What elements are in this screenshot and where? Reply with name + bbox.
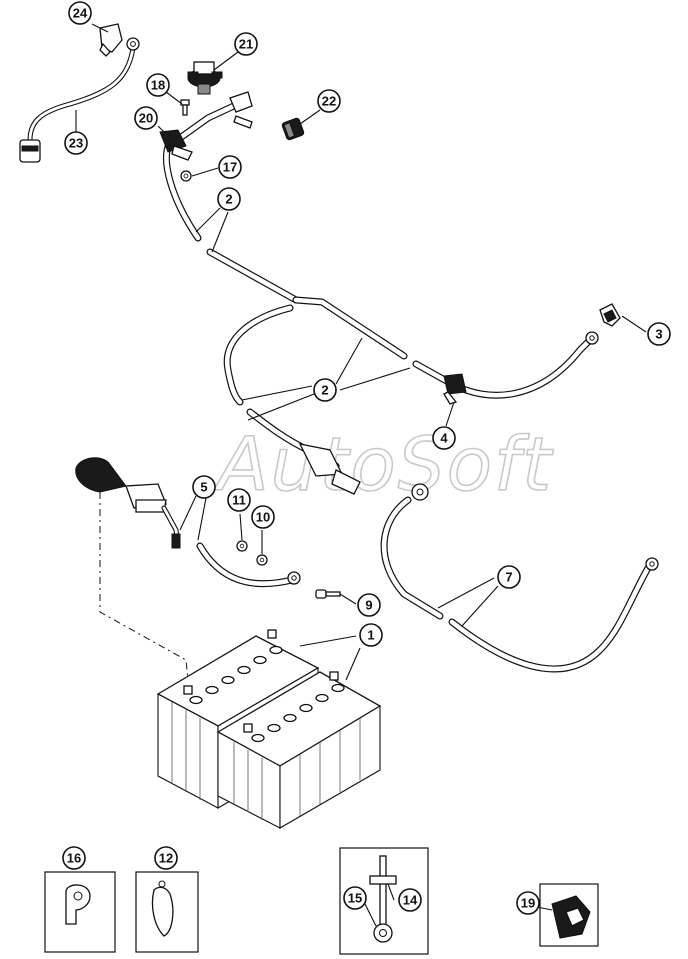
callout-12-label: 12 — [159, 851, 173, 866]
callout-18: 18 — [146, 73, 170, 97]
callout-4: 4 — [432, 426, 456, 450]
callout-2-middle-label: 2 — [321, 383, 328, 398]
callout-14: 14 — [398, 888, 422, 912]
callout-24: 24 — [68, 1, 92, 25]
part-17-nut — [180, 170, 192, 182]
part-10-nut — [256, 554, 268, 566]
callout-1: 1 — [359, 623, 383, 647]
callout-9-label: 9 — [365, 598, 372, 613]
callout-2-middle: 2 — [313, 378, 337, 402]
callout-21-label: 21 — [239, 37, 253, 52]
battery-2-caps — [243, 671, 345, 743]
part-23-24-ground-cable — [19, 23, 140, 163]
callout-19: 19 — [516, 891, 540, 915]
callout-22-label: 22 — [322, 94, 336, 109]
callout-2-upper-label: 2 — [225, 192, 232, 207]
part-21-switch — [187, 61, 223, 95]
inset-12-strap — [135, 871, 199, 953]
watermark-text: AutoSoft — [214, 422, 554, 508]
callout-18-label: 18 — [151, 78, 165, 93]
callout-23: 23 — [64, 131, 88, 155]
callout-16: 16 — [62, 846, 86, 870]
part-9-bolt — [315, 589, 341, 599]
inset-19-boot — [539, 883, 599, 947]
callout-16-label: 16 — [67, 851, 81, 866]
callout-5: 5 — [192, 475, 216, 499]
part-2-cable-harness — [159, 91, 599, 495]
callout-2-upper: 2 — [217, 187, 241, 211]
callout-11: 11 — [227, 488, 251, 512]
callout-1-label: 1 — [367, 628, 374, 643]
callout-15-label: 15 — [348, 891, 362, 906]
inset-16-clip — [44, 871, 116, 953]
callout-17: 17 — [218, 155, 242, 179]
callout-10-label: 10 — [256, 510, 270, 525]
part-11-nut — [236, 540, 248, 552]
part-7-jumper-cable — [380, 483, 659, 673]
callout-20: 20 — [134, 106, 158, 130]
part-5-battery-cable — [75, 457, 301, 701]
battery-1-caps — [183, 629, 283, 705]
callout-5-label: 5 — [200, 480, 207, 495]
callout-23-label: 23 — [69, 136, 83, 151]
callout-12: 12 — [154, 846, 178, 870]
callout-15: 15 — [343, 886, 367, 910]
callout-17-label: 17 — [223, 160, 237, 175]
callout-7: 7 — [497, 565, 521, 589]
part-18-bolt — [180, 99, 190, 116]
callout-7-label: 7 — [505, 570, 512, 585]
part-3-terminal-cap — [599, 303, 621, 327]
part-1-batteries — [156, 629, 382, 829]
callout-14-label: 14 — [403, 893, 418, 908]
part-22-cap — [281, 117, 305, 141]
callout-21: 21 — [234, 32, 258, 56]
callout-3-label: 3 — [655, 327, 662, 342]
callout-22: 22 — [317, 89, 341, 113]
callout-3: 3 — [647, 322, 671, 346]
callout-10: 10 — [251, 505, 275, 529]
callout-11-label: 11 — [232, 493, 246, 508]
callout-19-label: 19 — [521, 896, 535, 911]
callout-4-label: 4 — [440, 431, 448, 446]
callout-9: 9 — [357, 593, 381, 617]
leader-lines — [75, 23, 647, 927]
battery-side-ribs — [171, 702, 361, 820]
callout-24-label: 24 — [73, 6, 88, 21]
callout-20-label: 20 — [139, 111, 153, 126]
